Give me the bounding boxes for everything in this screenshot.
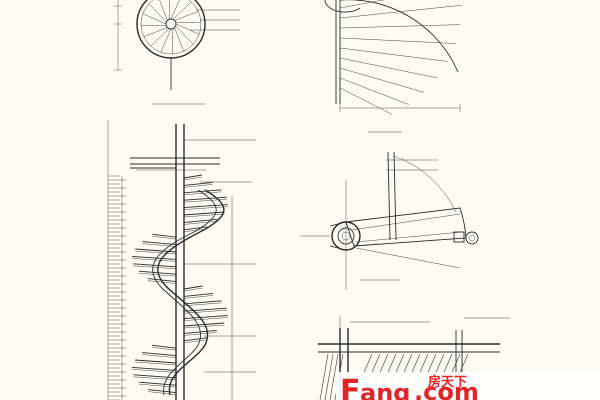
watermark-cn-text: 房天下 — [428, 374, 467, 390]
tread-plan-detail — [300, 151, 479, 290]
watermark-en-middle: ang — [360, 379, 410, 400]
stair-plan-view — [114, 0, 240, 105]
fang-watermark-logo: 房天下 F ang .com — [336, 372, 600, 400]
watermark-en-prefix: F — [340, 374, 361, 400]
elevation-dimension-rule — [107, 120, 126, 400]
watermark-en-suffix: .com — [414, 378, 479, 400]
stair-fan-view — [324, 0, 463, 133]
stair-elevation-view — [130, 124, 256, 400]
